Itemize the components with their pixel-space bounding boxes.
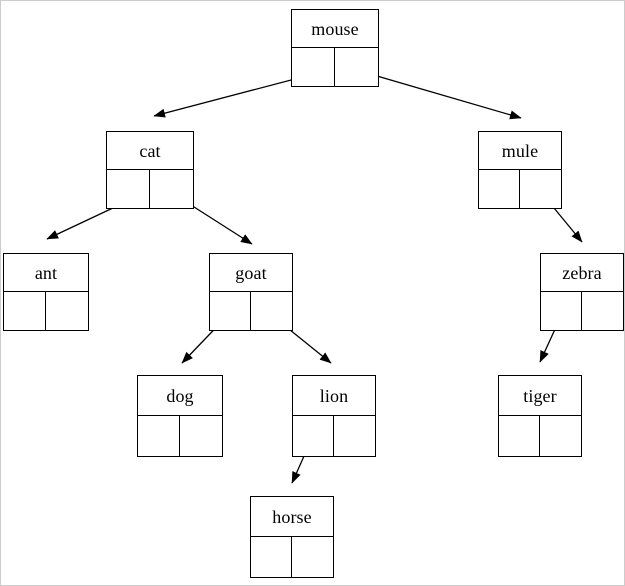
tree-node-label-zebra: zebra xyxy=(541,254,623,292)
tree-node-pointers-horse xyxy=(251,537,333,577)
tree-node-pointers-cat xyxy=(107,170,193,208)
right-pointer-cell-cat[interactable] xyxy=(150,170,193,208)
tree-node-label-cat: cat xyxy=(107,132,193,170)
left-pointer-cell-cat[interactable] xyxy=(107,170,150,208)
tree-node-dog[interactable]: dog xyxy=(137,375,223,457)
right-pointer-cell-mouse[interactable] xyxy=(335,48,378,86)
tree-node-label-dog: dog xyxy=(138,376,222,416)
tree-node-cat[interactable]: cat xyxy=(106,131,194,209)
tree-node-label-goat: goat xyxy=(210,254,292,292)
right-pointer-cell-mule[interactable] xyxy=(520,170,561,208)
left-pointer-cell-goat[interactable] xyxy=(210,292,251,330)
tree-node-pointers-mouse xyxy=(292,48,378,86)
tree-node-mule[interactable]: mule xyxy=(478,131,562,209)
tree-node-mouse[interactable]: mouse xyxy=(291,9,379,87)
tree-node-pointers-zebra xyxy=(541,292,623,330)
right-pointer-cell-goat[interactable] xyxy=(251,292,292,330)
tree-node-pointers-lion xyxy=(293,416,375,456)
left-pointer-cell-mule[interactable] xyxy=(479,170,520,208)
right-pointer-cell-horse[interactable] xyxy=(292,537,333,577)
tree-node-label-lion: lion xyxy=(293,376,375,416)
right-pointer-cell-ant[interactable] xyxy=(46,292,88,330)
tree-node-lion[interactable]: lion xyxy=(292,375,376,457)
left-pointer-cell-horse[interactable] xyxy=(251,537,292,577)
right-pointer-cell-dog[interactable] xyxy=(180,416,222,456)
left-pointer-cell-tiger[interactable] xyxy=(499,416,540,456)
tree-node-label-tiger: tiger xyxy=(499,376,581,416)
right-pointer-cell-tiger[interactable] xyxy=(540,416,581,456)
tree-node-pointers-goat xyxy=(210,292,292,330)
tree-node-pointers-dog xyxy=(138,416,222,456)
tree-node-pointers-ant xyxy=(4,292,88,330)
left-pointer-cell-dog[interactable] xyxy=(138,416,180,456)
tree-node-goat[interactable]: goat xyxy=(209,253,293,331)
right-pointer-cell-zebra[interactable] xyxy=(582,292,623,330)
tree-node-tiger[interactable]: tiger xyxy=(498,375,582,457)
tree-node-label-horse: horse xyxy=(251,497,333,537)
left-pointer-cell-ant[interactable] xyxy=(4,292,46,330)
tree-node-label-ant: ant xyxy=(4,254,88,292)
right-pointer-cell-lion[interactable] xyxy=(334,416,375,456)
left-pointer-cell-mouse[interactable] xyxy=(292,48,335,86)
left-pointer-cell-lion[interactable] xyxy=(293,416,334,456)
tree-node-horse[interactable]: horse xyxy=(250,496,334,578)
tree-node-label-mouse: mouse xyxy=(292,10,378,48)
tree-node-label-mule: mule xyxy=(479,132,561,170)
left-pointer-cell-zebra[interactable] xyxy=(541,292,582,330)
tree-node-pointers-mule xyxy=(479,170,561,208)
tree-node-zebra[interactable]: zebra xyxy=(540,253,624,331)
tree-node-ant[interactable]: ant xyxy=(3,253,89,331)
tree-node-pointers-tiger xyxy=(499,416,581,456)
